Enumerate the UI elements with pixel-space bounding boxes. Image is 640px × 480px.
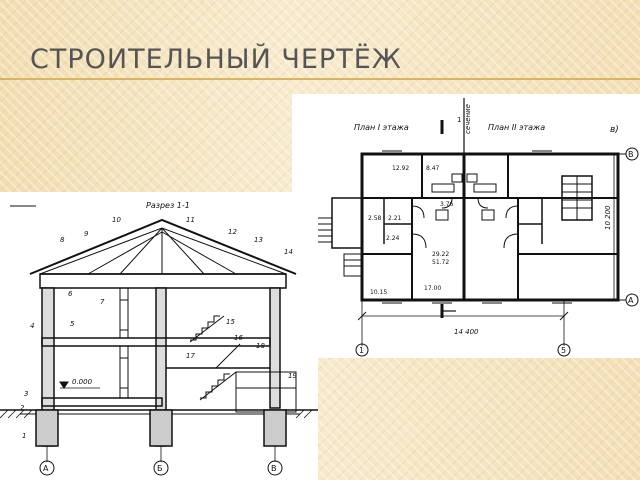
callout-10: 10 [112, 216, 121, 224]
callout-16: 16 [234, 334, 243, 342]
plan-label-left: План I этажа [354, 123, 409, 132]
title-underline [0, 78, 640, 80]
section-axis-v: В [271, 464, 277, 473]
callout-13: 13 [254, 236, 263, 244]
plan-area-7: 29.22 [432, 251, 449, 258]
callout-2: 2 [20, 404, 25, 412]
callout-12: 12 [228, 228, 237, 236]
plan-letter: в) [610, 125, 619, 135]
floor-plan-svg: сечение [313, 98, 639, 357]
section-axis-a: А [43, 464, 49, 473]
callout-18: 18 [256, 342, 265, 350]
callout-7: 7 [100, 298, 105, 306]
plan-area-3: 3.76 [440, 201, 454, 208]
section-drawing: Разрез 1-1 0.000 А Б В 1 2 3 4 5 6 7 8 9… [0, 192, 318, 480]
section-svg: Разрез 1-1 0.000 А Б В 1 2 3 4 5 6 7 8 9… [0, 201, 318, 476]
plan-area-9: 17.00 [424, 285, 441, 292]
plan-dim-height: 10 200 [604, 205, 612, 230]
floor-plan-drawing: сечение [292, 94, 640, 358]
callout-4: 4 [30, 322, 34, 330]
plan-area-1: 12.92 [392, 165, 409, 172]
slide-title: СТРОИТЕЛЬНЫЙ ЧЕРТЁЖ [30, 44, 402, 75]
section-level: 0.000 [72, 378, 93, 386]
plan-area-2: 8.47 [426, 165, 440, 172]
plan-axis-top: В [628, 150, 634, 159]
section-title: Разрез 1-1 [146, 201, 190, 210]
plan-axis-right: 5 [561, 346, 566, 355]
plan-area-4: 2.58 [368, 215, 382, 222]
plan-label-right: План II этажа [488, 123, 545, 132]
callout-17: 17 [186, 352, 195, 360]
callout-8: 8 [60, 236, 65, 244]
plan-area-6: 2.24 [386, 235, 400, 242]
plan-dim-width: 14 400 [454, 328, 479, 336]
plan-axis-bottom: А [628, 296, 634, 305]
callout-6: 6 [68, 290, 73, 298]
callout-3: 3 [24, 390, 28, 398]
plan-cut-mark: 1 [457, 116, 461, 124]
callout-15: 15 [226, 318, 235, 326]
plan-area-8: 51.72 [432, 259, 449, 266]
callout-9: 9 [84, 230, 89, 238]
callout-1: 1 [22, 432, 26, 440]
callout-14: 14 [284, 248, 293, 256]
callout-11: 11 [186, 216, 195, 224]
section-axis-b: Б [157, 464, 163, 473]
callout-5: 5 [70, 320, 75, 328]
callout-19: 19 [288, 372, 297, 380]
plan-axis-left: 1 [359, 346, 364, 355]
svg-text:сечение: сечение [464, 104, 472, 134]
plan-area-10: 10.15 [370, 289, 387, 296]
plan-area-5: 2.21 [388, 215, 402, 222]
